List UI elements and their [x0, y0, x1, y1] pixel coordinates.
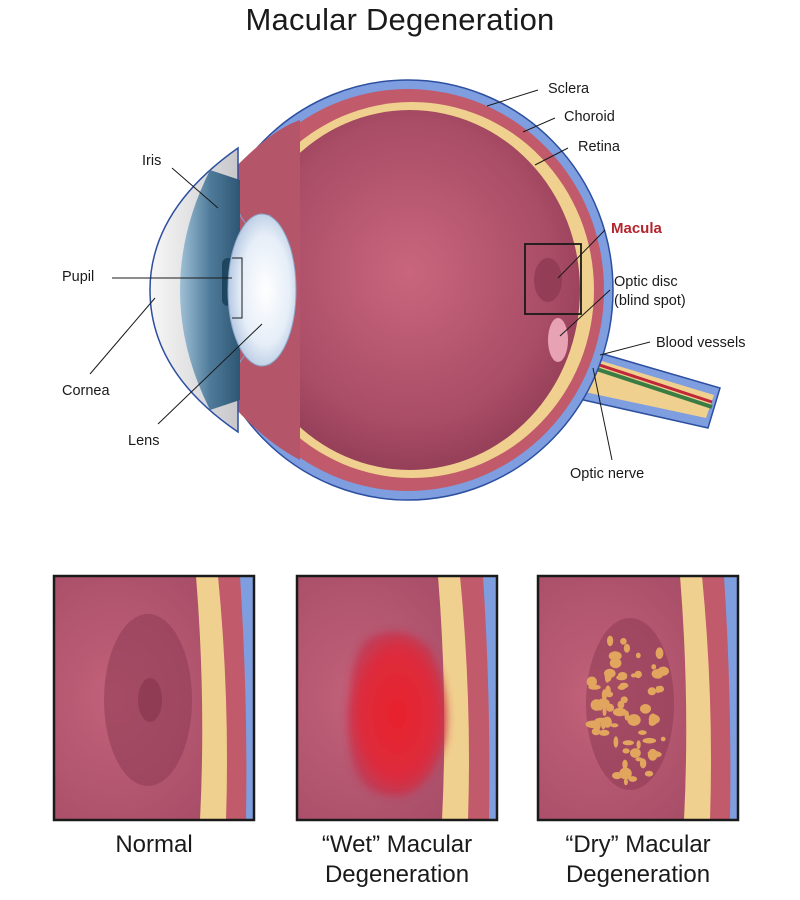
- drusen-spot: [610, 723, 619, 728]
- drusen-spot: [585, 720, 599, 728]
- drusen-spot: [638, 730, 647, 735]
- panel-dry-art: [538, 576, 738, 820]
- optic-disc-shape: [548, 318, 568, 362]
- drusen-spot: [609, 658, 622, 669]
- drusen-spot: [605, 691, 614, 698]
- drusen-spot: [612, 707, 627, 717]
- macula-highlight-box: [524, 243, 582, 315]
- drusen-spot: [655, 647, 664, 659]
- drusen-spot: [623, 778, 628, 786]
- label-cornea: Cornea: [62, 383, 110, 399]
- drusen-spot: [630, 748, 641, 758]
- drusen-spot: [656, 685, 664, 693]
- label-optic-disc-note: (blind spot): [614, 293, 686, 309]
- drusen-spot: [623, 643, 631, 653]
- page-title: Macular Degeneration: [245, 2, 555, 37]
- label-retina: Retina: [578, 139, 620, 155]
- drusen-spot: [617, 700, 625, 709]
- drusen-deposits: [585, 635, 669, 786]
- drusen-spot: [617, 685, 626, 690]
- drusen-spot: [634, 670, 642, 679]
- drusen-spot: [608, 651, 622, 661]
- drusen-spot: [640, 704, 651, 714]
- drusen-spot: [606, 703, 615, 712]
- drusen-spot: [620, 638, 627, 645]
- label-sclera: Sclera: [548, 81, 590, 97]
- label-optic-disc: Optic disc: [614, 274, 678, 290]
- drusen-spot: [624, 710, 630, 721]
- drusen-spot: [622, 748, 630, 754]
- drusen-spot: [651, 669, 664, 679]
- drusen-spot: [616, 674, 627, 681]
- caption-normal: Normal: [44, 830, 264, 860]
- label-iris: Iris: [142, 153, 162, 169]
- drusen-spot: [631, 715, 637, 720]
- vitreous-body: [240, 110, 580, 470]
- drusen-spot: [598, 729, 610, 736]
- drusen-spot: [619, 767, 632, 780]
- drusen-spot: [639, 758, 647, 769]
- drusen-spot: [601, 689, 608, 701]
- macula-spot: [534, 258, 562, 302]
- panel-normal-art: [54, 576, 254, 820]
- label-choroid: Choroid: [564, 109, 615, 125]
- drusen-spot: [647, 748, 658, 761]
- drusen-spot: [622, 759, 628, 770]
- drusen-spot: [660, 736, 666, 742]
- drusen-spot: [651, 664, 657, 670]
- drusen-spot: [628, 776, 638, 782]
- panel-dry-frame: [536, 574, 740, 822]
- drusen-spot: [648, 713, 658, 726]
- label-macula: Macula: [611, 220, 662, 237]
- caption-wet-line2: Degeneration: [324, 861, 470, 888]
- drusen-spot: [644, 770, 654, 777]
- drusen-spot: [635, 652, 641, 659]
- panel-normal-frame: [52, 574, 256, 822]
- caption-normal-line1: Normal: [115, 831, 193, 858]
- caption-dry-line1: “Dry” Macular: [565, 831, 711, 858]
- caption-wet-line1: “Wet” Macular: [321, 831, 473, 858]
- drusen-spot: [627, 714, 641, 726]
- caption-wet: “Wet” Macular Degeneration: [287, 830, 507, 890]
- drusen-spot: [596, 698, 610, 709]
- panel-wet-frame: [295, 574, 499, 822]
- drusen-spot: [612, 772, 622, 780]
- lens-shape: [227, 213, 297, 367]
- leader-lines: [89, 89, 651, 461]
- drusen-spot: [642, 737, 657, 744]
- caption-dry-line2: Degeneration: [565, 861, 711, 888]
- label-lens: Lens: [128, 433, 160, 449]
- label-optic-nerve: Optic nerve: [570, 466, 645, 482]
- iris-shape: [180, 170, 240, 410]
- drusen-spot: [602, 706, 607, 717]
- caption-dry: “Dry” Macular Degeneration: [528, 830, 748, 890]
- panel-wet-art: [297, 576, 497, 820]
- label-pupil: Pupil: [62, 269, 95, 285]
- label-blood-vessels: Blood vessels: [656, 335, 746, 351]
- drusen-spot: [622, 740, 634, 746]
- drusen-spot: [607, 635, 614, 647]
- drusen-spot: [647, 687, 657, 696]
- drusen-spot: [613, 736, 619, 748]
- drusen-spot: [636, 740, 641, 749]
- drusen-spot: [604, 670, 610, 683]
- drusen-spot: [586, 676, 597, 688]
- drusen-spot: [594, 717, 608, 723]
